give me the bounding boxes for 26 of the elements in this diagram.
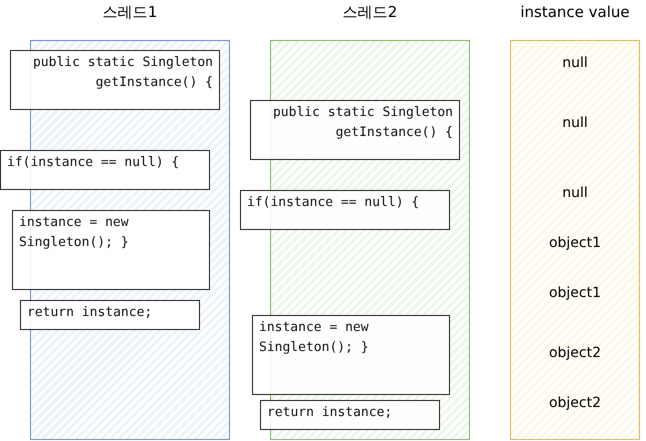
code-text: public static Singleton getInstance() {: [272, 104, 453, 142]
column-heading: instance value: [519, 3, 631, 21]
column-heading: 스레드1: [102, 3, 158, 22]
code-box: [0, 150, 210, 190]
value-label: object2: [548, 345, 602, 361]
value-label: null: [561, 115, 589, 131]
code-text: return instance;: [267, 404, 394, 422]
code-box: [240, 190, 450, 230]
code-box: [252, 315, 450, 395]
code-text: return instance;: [27, 304, 154, 322]
code-box: [260, 400, 440, 430]
value-label: object2: [548, 395, 602, 411]
value-label: null: [561, 55, 589, 71]
code-text: if(instance == null) {: [247, 194, 420, 212]
code-text: instance = new Singleton(); }: [19, 214, 130, 252]
column-heading: 스레드2: [342, 3, 398, 22]
code-text: public static Singleton getInstance() {: [32, 54, 213, 92]
code-text: if(instance == null) {: [7, 154, 180, 172]
value-label: null: [561, 185, 589, 201]
code-box: [12, 210, 210, 290]
code-box: [10, 50, 220, 110]
code-box: [20, 300, 200, 330]
value-label: object1: [548, 235, 602, 251]
code-text: instance = new Singleton(); }: [259, 319, 370, 357]
value-label: object1: [548, 285, 602, 301]
code-box: [250, 100, 460, 160]
